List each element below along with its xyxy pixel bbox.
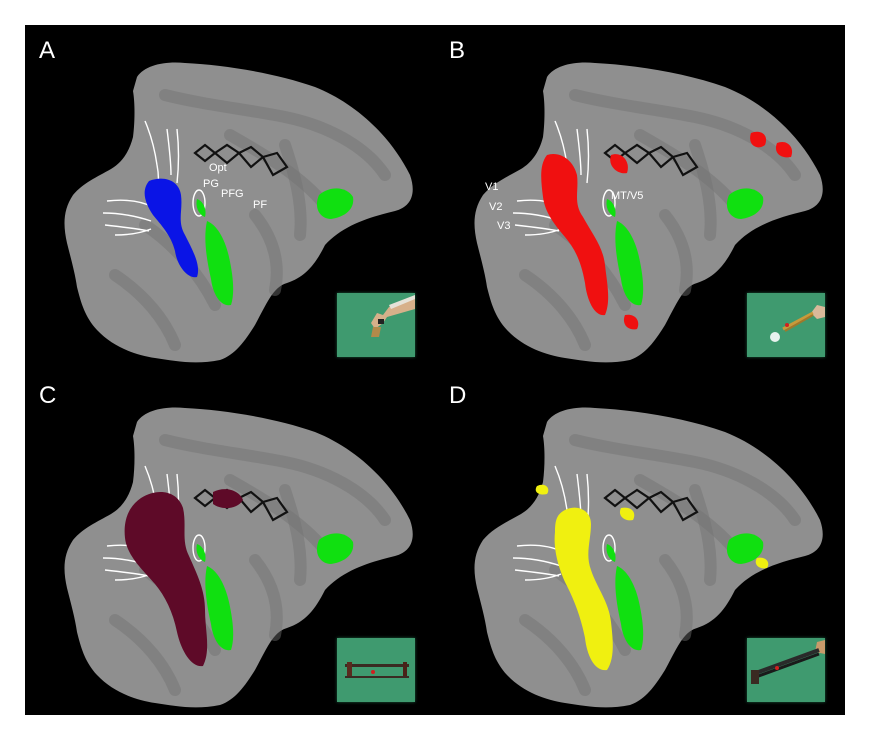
- sulcus-shading: [224, 474, 331, 556]
- v1-v2-v3-outline: [102, 199, 154, 236]
- sulcus-shading: [659, 209, 693, 296]
- shared-activation-cluster: [205, 221, 234, 306]
- sulcus-shading: [279, 484, 307, 586]
- contrast-activation-cluster: [619, 507, 635, 521]
- label-v1: V1: [485, 181, 499, 193]
- shared-activation-cluster: [615, 566, 644, 651]
- contrast-activation-cluster: [541, 153, 609, 316]
- stick-tool-icon: [345, 662, 409, 678]
- stimulus-thumbnail: [337, 293, 415, 357]
- sulcus-shading: [519, 614, 591, 696]
- contrast-activation-cluster: [554, 507, 613, 671]
- shared-activation-cluster: [726, 533, 764, 564]
- mt-v5-outline: [602, 534, 616, 562]
- contrast-activation-cluster: [535, 484, 549, 495]
- sulcus-shading: [224, 129, 331, 211]
- v1-v2-v3-outline: [512, 544, 564, 581]
- sulcus-shading: [519, 269, 591, 351]
- contrast-activation-cluster: [610, 154, 628, 174]
- stimulus-thumbnail: [747, 638, 825, 702]
- mt-v5-outline: [192, 189, 206, 217]
- figure: A Opt PG PFG PF B V1 V2 V3 MT/V5: [25, 25, 845, 715]
- flattened-brain-map: [474, 407, 823, 708]
- contrast-activation-cluster: [213, 489, 243, 509]
- sulcus-shading: [689, 139, 717, 241]
- label-opt: Opt: [209, 162, 227, 174]
- sulcus-shading: [159, 89, 391, 181]
- v3-border-outline: [176, 128, 180, 184]
- panel-letter: D: [449, 382, 467, 409]
- contrast-activation-cluster: [144, 178, 199, 278]
- v2-border-outline: [166, 128, 172, 176]
- flattened-brain-map: [64, 407, 413, 708]
- label-pfg: PFG: [221, 188, 244, 200]
- shared-activation-cluster: [316, 188, 354, 219]
- long-pliers-tool-icon: [751, 640, 825, 684]
- mt-v5-outline: [192, 534, 206, 562]
- stimulus-thumbnail: [747, 293, 825, 357]
- sulcus-shading: [659, 554, 693, 641]
- shared-activation-cluster: [316, 533, 354, 564]
- sulcus-shading: [634, 129, 741, 211]
- sulcus-shading: [569, 434, 801, 526]
- label-v3: V3: [497, 220, 511, 232]
- v1-v2-v3-outline: [512, 199, 564, 236]
- panel-letter: B: [449, 37, 466, 64]
- sulcus-shading: [569, 89, 801, 181]
- sulcus-shading: [634, 474, 741, 556]
- label-pf: PF: [253, 199, 268, 211]
- hand-grasping-object-icon: [371, 295, 415, 337]
- v2-border-outline: [576, 128, 582, 176]
- shared-activation-cluster: [606, 544, 616, 562]
- label-mt-v5: MT/V5: [611, 190, 644, 202]
- panel-d: D: [435, 370, 845, 715]
- label-v2: V2: [489, 201, 503, 213]
- shared-activation-cluster: [196, 199, 206, 217]
- panel-letter: C: [39, 382, 57, 409]
- sulcus-shading: [109, 269, 181, 351]
- parietal-areas-outline: [603, 488, 699, 522]
- shared-activation-cluster: [606, 199, 616, 217]
- stimulus-thumbnail: [337, 638, 415, 702]
- v3-border-outline: [586, 128, 590, 184]
- contrast-activation-cluster: [623, 314, 639, 330]
- shared-activation-cluster: [205, 566, 234, 651]
- contrast-activation-cluster: [755, 557, 769, 569]
- panel-c: C: [25, 370, 435, 715]
- parietal-areas-outline: [193, 143, 289, 177]
- panel-a: A Opt PG PFG PF: [25, 25, 435, 370]
- label-pg: PG: [203, 178, 219, 190]
- flattened-brain-map: [474, 62, 823, 363]
- panel-letter: A: [39, 37, 56, 64]
- sulcus-shading: [159, 434, 391, 526]
- shared-activation-cluster: [726, 188, 764, 219]
- parietal-areas-outline: [603, 143, 699, 177]
- contrast-activation-cluster: [775, 141, 793, 158]
- contrast-activation-cluster: [124, 492, 208, 667]
- sulcus-shading: [689, 484, 717, 586]
- panel-b: B V1 V2 V3 MT/V5: [435, 25, 845, 370]
- shared-activation-cluster: [196, 544, 206, 562]
- sulcus-shading: [109, 614, 181, 696]
- flattened-brain-map: [64, 62, 413, 363]
- shared-activation-cluster: [615, 221, 644, 306]
- sulcus-shading: [249, 209, 283, 296]
- contrast-activation-cluster: [750, 131, 767, 148]
- pliers-picking-ball-icon: [770, 305, 825, 342]
- sulcus-shading: [249, 554, 283, 641]
- sulcus-shading: [279, 139, 307, 241]
- mt-v5-outline: [602, 189, 616, 217]
